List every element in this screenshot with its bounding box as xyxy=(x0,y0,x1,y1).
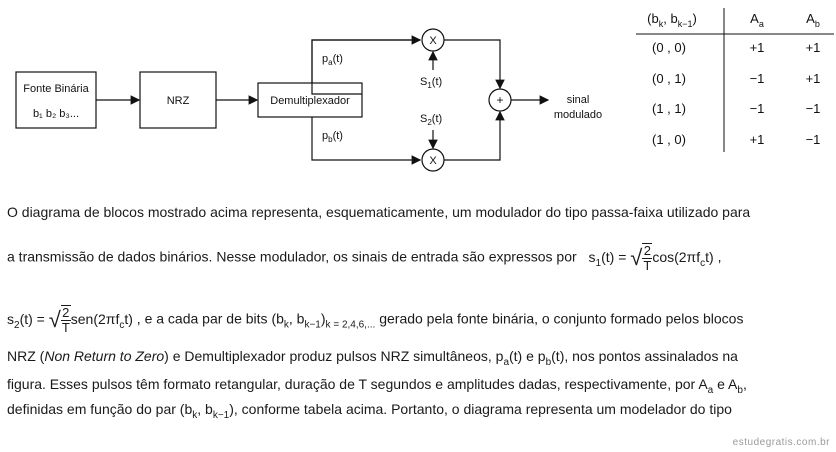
nrz-block xyxy=(139,71,217,129)
table-cell-pair: (0 , 0) xyxy=(652,40,686,55)
text-line-1: O diagrama de blocos mostrado acima repr… xyxy=(7,204,751,220)
table-cell-pair: (0 , 1) xyxy=(652,71,686,86)
watermark: estudegratis.com.br xyxy=(732,437,830,448)
table-header-aa: Aa xyxy=(750,11,764,29)
pa-label: pa(t) xyxy=(322,53,343,67)
binary-source-bits: b₁ b₂ b₃... xyxy=(33,108,79,120)
pb-label: pb(t) xyxy=(322,130,343,144)
demux-block xyxy=(257,82,363,118)
table-cell-aa: −1 xyxy=(750,71,765,86)
s2-label: S2(t) xyxy=(420,113,442,127)
table-cell-pair: (1 , 1) xyxy=(652,101,686,116)
table-header-ab: Ab xyxy=(806,11,820,29)
s1-label: S1(t) xyxy=(420,76,442,90)
lower-branch-line xyxy=(311,117,422,165)
upper-branch-draw xyxy=(311,35,422,83)
binary-source-block xyxy=(15,71,97,129)
table-cell-ab: −1 xyxy=(806,132,821,147)
table-cell-ab: +1 xyxy=(806,40,821,55)
table-cell-ab: −1 xyxy=(806,101,821,116)
adder-symbol: + xyxy=(496,93,503,107)
text-line-2: a transmissão de dados binários. Nesse m… xyxy=(7,243,722,273)
table-cell-aa: +1 xyxy=(750,40,765,55)
text-line-5: figura. Esses pulsos têm formato retangu… xyxy=(7,376,747,396)
nrz-label: NRZ xyxy=(167,95,190,107)
output-label-2: modulado xyxy=(554,109,602,121)
table-cell-ab: +1 xyxy=(806,71,821,86)
table-cell-pair: (1 , 0) xyxy=(652,132,686,147)
demux-label: Demultiplexador xyxy=(270,95,350,107)
binary-source-label: Fonte Binária xyxy=(23,83,89,95)
table-cell-aa: −1 xyxy=(750,101,765,116)
output-label-1: sinal xyxy=(567,94,590,106)
mapping-table: (bk, bk−1) Aa Ab (0 , 0) +1 +1 (0 , 1) −1 +1 (… xyxy=(636,8,834,152)
text-line-4: NRZ (Non Return to Zero) e Demultiplexad… xyxy=(7,348,738,368)
lower-multiplier-symbol: X xyxy=(429,155,437,167)
text-line-6: definidas em função do par (bk, bk−1), c… xyxy=(7,401,732,421)
table-header-pair: (bk, bk−1) xyxy=(647,11,697,29)
lower-to-adder xyxy=(444,110,505,161)
table-cell-aa: +1 xyxy=(750,132,765,147)
upper-to-adder xyxy=(444,39,505,90)
upper-multiplier-symbol: X xyxy=(429,35,437,47)
block-diagram: Fonte Binária b₁ b₂ b₃... NRZ Demultiple… xyxy=(15,8,834,172)
